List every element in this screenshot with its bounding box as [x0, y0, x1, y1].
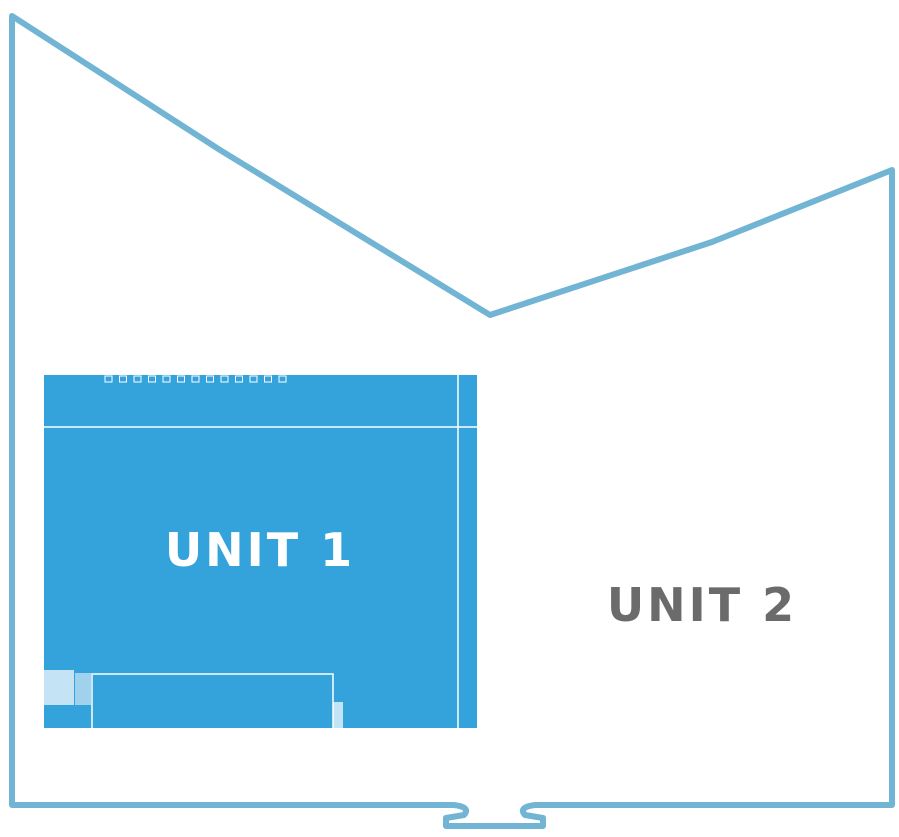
dock-door-mark	[133, 375, 142, 383]
dock-door-mark	[264, 375, 272, 383]
dock-door-mark	[249, 375, 258, 383]
dock-door-mark	[206, 375, 214, 383]
building-outline	[9, 13, 895, 829]
unit-1-area[interactable]	[44, 375, 477, 728]
dock-door-mark	[104, 375, 113, 383]
dock-door-mark	[177, 375, 185, 383]
dock-door-mark	[162, 375, 171, 383]
dock-door-mark	[220, 375, 229, 383]
dock-door-mark	[278, 375, 287, 383]
unit-1-label: UNIT 1	[164, 523, 356, 577]
dock-door-mark	[148, 375, 156, 383]
dock-door-mark	[119, 375, 127, 383]
unit-2-label: UNIT 2	[606, 578, 798, 632]
dock-door-mark	[235, 375, 243, 383]
dock-door-mark	[191, 375, 200, 383]
